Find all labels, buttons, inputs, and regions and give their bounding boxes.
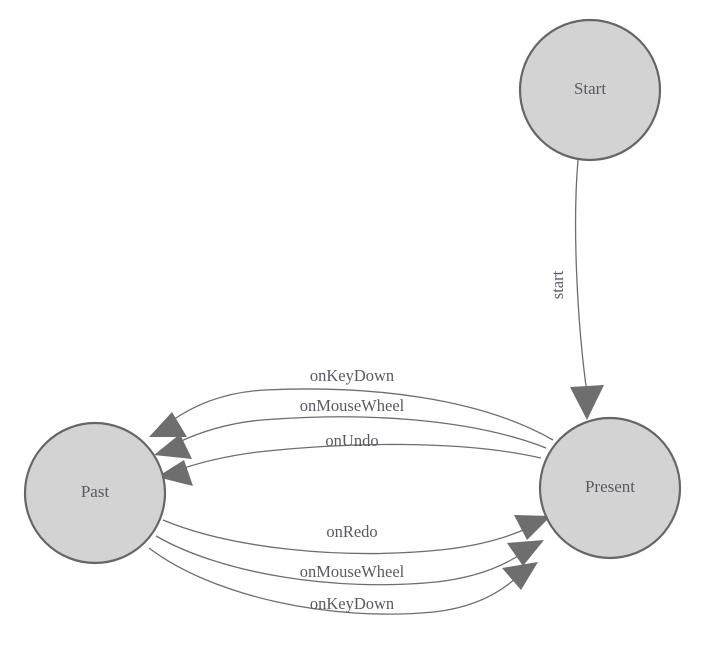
edge-present-to-past-wheel-path [176,416,547,449]
edge-past-to-present-wheel-label: onMouseWheel [300,562,405,581]
node-past-label: Past [81,482,110,501]
edge-past-to-present-key-arrowhead [502,562,538,590]
node-past[interactable]: Past [23,421,167,565]
node-start-label: Start [574,79,606,98]
edge-present-to-past-undo-label: onUndo [325,431,378,450]
node-present-label: Present [585,477,635,496]
edge-present-to-past-key-label: onKeyDown [310,366,394,385]
edge-present-to-past-undo-arrowhead [157,460,193,486]
node-past-circle [23,421,167,565]
edge-past-to-present-redo[interactable]: onRedo [162,515,551,555]
edge-past-to-present-key-label: onKeyDown [310,594,394,613]
edge-present-to-past-key[interactable]: onKeyDown [149,366,554,441]
edge-start-to-present[interactable]: start [548,159,604,420]
node-present[interactable]: Present [538,416,682,560]
edge-start-to-present-label: start [548,270,567,299]
edge-present-to-past-undo[interactable]: onUndo [157,431,542,486]
edge-past-to-present-redo-label: onRedo [326,522,377,541]
edge-past-to-present-redo-arrowhead [514,515,551,540]
edge-start-to-present-arrowhead [570,385,604,420]
edge-present-to-past-key-path [169,388,554,441]
edge-present-to-past-undo-path [180,443,542,470]
node-start-circle [518,18,662,162]
edge-past-to-present-wheel[interactable]: onMouseWheel [155,535,544,586]
edge-start-to-present-path [574,159,588,394]
edge-present-to-past-wheel-arrowhead [154,434,192,459]
node-start[interactable]: Start [518,18,662,162]
edge-past-to-present-key-path [148,547,517,615]
edge-present-to-past-wheel-label: onMouseWheel [300,396,405,415]
edge-past-to-present-redo-path [162,519,529,555]
edge-past-to-present-key[interactable]: onKeyDown [148,547,538,615]
edge-present-to-past-wheel[interactable]: onMouseWheel [154,396,547,459]
edge-present-to-past-key-arrowhead [149,412,187,437]
edge-past-to-present-wheel-path [155,535,522,586]
node-present-circle [538,416,682,560]
edge-past-to-present-wheel-arrowhead [507,540,544,566]
